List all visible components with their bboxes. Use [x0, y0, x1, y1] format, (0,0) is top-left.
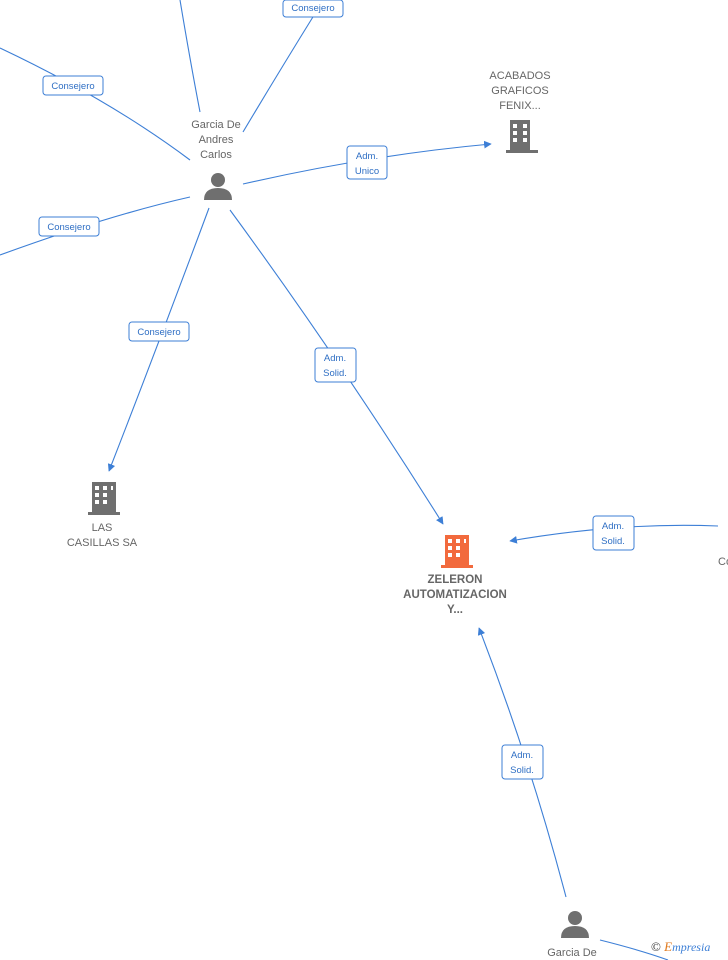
empresia-logo: © Empresia	[651, 939, 710, 955]
svg-text:ACABADOS: ACABADOS	[489, 70, 550, 82]
edge-consejero-top-2[interactable]	[242, 11, 317, 133]
svg-text:FENIX...: FENIX...	[499, 100, 541, 112]
building-icon	[88, 482, 120, 515]
edge-label-consejero-left-upper[interactable]: Consejero	[42, 75, 104, 96]
building-icon	[506, 120, 538, 153]
svg-text:Adm.: Adm.	[324, 353, 346, 364]
node-company-acabados[interactable]: ACABADOS GRAFICOS FENIX...	[489, 70, 551, 153]
svg-text:Consejero: Consejero	[51, 81, 94, 92]
logo-brand-initial: E	[664, 939, 673, 954]
svg-text:Solid.: Solid.	[510, 765, 534, 776]
svg-text:Solid.: Solid.	[323, 368, 347, 379]
node-person-top[interactable]: Garcia De Andres Carlos	[191, 119, 241, 200]
svg-text:Co: Co	[718, 556, 728, 568]
copyright-symbol: ©	[651, 939, 661, 954]
edge-label-consejero-left-lower[interactable]: Consejero	[38, 216, 100, 237]
svg-text:Y...: Y...	[447, 604, 463, 616]
svg-text:Adm.: Adm.	[602, 521, 624, 532]
svg-text:AUTOMATIZACION: AUTOMATIZACION	[403, 589, 507, 601]
node-person-bottom[interactable]: Garcia De	[547, 911, 597, 959]
edge-label-adm-unico[interactable]: Adm. Unico	[346, 145, 388, 180]
edge-label-consejero-las-casillas[interactable]: Consejero	[128, 321, 190, 342]
svg-text:Andres: Andres	[199, 134, 234, 146]
svg-text:Adm.: Adm.	[356, 151, 378, 162]
svg-text:Garcia De: Garcia De	[547, 947, 597, 959]
svg-text:Consejero: Consejero	[47, 222, 90, 233]
svg-text:Garcia De: Garcia De	[191, 119, 241, 131]
svg-text:Consejero: Consejero	[137, 327, 180, 338]
node-company-zeleron[interactable]: ZELERON AUTOMATIZACION Y...	[403, 535, 507, 616]
svg-text:LAS: LAS	[92, 522, 113, 534]
person-icon	[561, 911, 589, 938]
building-icon	[441, 535, 473, 568]
svg-text:Solid.: Solid.	[601, 536, 625, 547]
edge-consejero-left-upper[interactable]	[0, 47, 191, 161]
svg-text:Unico: Unico	[355, 166, 379, 177]
edge-consejero-left-lower[interactable]	[0, 196, 191, 256]
svg-text:CASILLAS SA: CASILLAS SA	[67, 537, 138, 549]
edge-label-adm-solid-top[interactable]: Adm. Solid.	[314, 347, 357, 383]
svg-text:Carlos: Carlos	[200, 149, 232, 161]
svg-text:ZELERON: ZELERON	[428, 574, 483, 586]
svg-text:Consejero: Consejero	[291, 3, 334, 14]
svg-text:GRAFICOS: GRAFICOS	[491, 85, 548, 97]
edge-consejero-top[interactable]	[179, 0, 201, 113]
edge-label-consejero-top[interactable]: Consejero	[282, 0, 344, 18]
person-icon	[204, 173, 232, 200]
svg-text:Adm.: Adm.	[511, 750, 533, 761]
logo-brand-rest: mpresia	[672, 940, 711, 954]
edge-label-adm-solid-right[interactable]: Adm. Solid.	[592, 515, 635, 551]
edge-bottom-right[interactable]	[599, 939, 669, 960]
node-company-las-casillas[interactable]: LAS CASILLAS SA	[67, 482, 138, 549]
node-right-cut[interactable]: Co	[718, 556, 728, 568]
edge-label-adm-solid-bottom[interactable]: Adm. Solid.	[501, 744, 544, 780]
